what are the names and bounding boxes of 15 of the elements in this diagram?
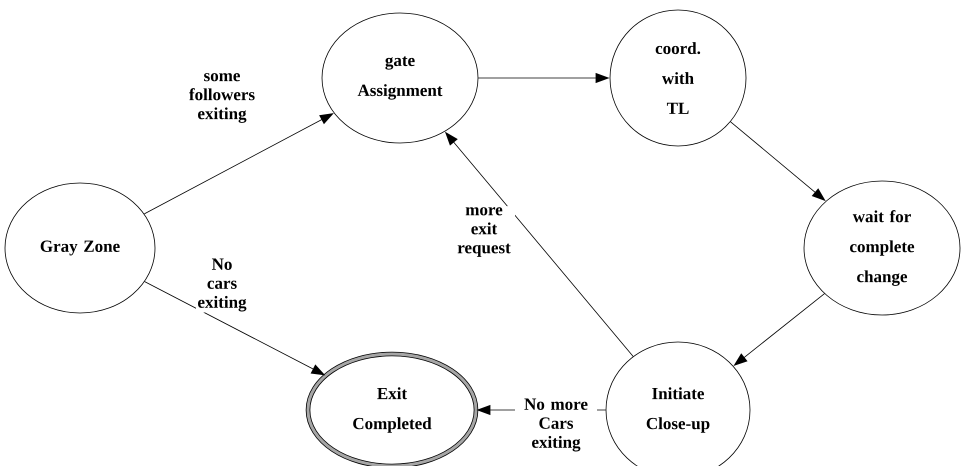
node-label: Exit Completed — [353, 387, 432, 433]
edge-label: more exit request — [453, 206, 515, 258]
state-circle — [4, 182, 156, 314]
final-state-circle — [306, 352, 478, 466]
node-label: wait for complete change — [850, 210, 914, 286]
edge-label: some followers exiting — [181, 72, 263, 124]
node-label: coord. with TL — [656, 42, 700, 114]
edge-label: No more Cars exiting — [515, 398, 597, 452]
node-label: gate Assignment — [358, 56, 442, 100]
node-label: Gray Zone — [40, 240, 120, 256]
state-circle — [322, 12, 478, 144]
node-label: Initiate Close-up — [646, 387, 710, 433]
state-circle — [804, 180, 960, 316]
state-circle — [610, 10, 746, 146]
edge-label: No cars exiting — [196, 258, 248, 312]
